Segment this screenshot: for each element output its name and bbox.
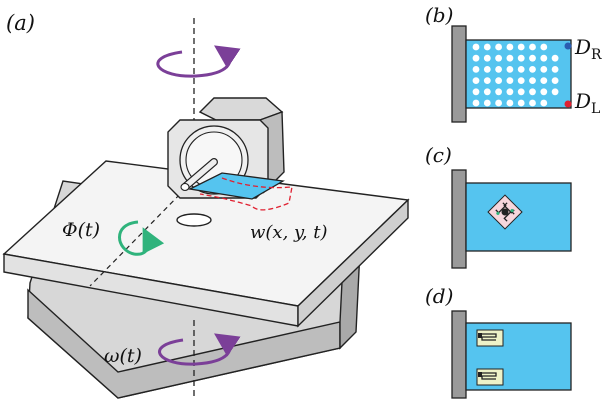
strain-rosette-icon [487, 194, 523, 230]
grid-dot [472, 43, 480, 51]
grid-dot [483, 88, 491, 96]
grid-dot [506, 77, 514, 84]
panel-b: (b) DR DL [425, 3, 602, 123]
grid-dot [506, 54, 514, 62]
grid-dot [529, 99, 536, 107]
circular-arrow-icon [118, 220, 165, 256]
grid-dot [495, 88, 502, 96]
grid-dot [517, 43, 525, 51]
center-hole [176, 213, 212, 227]
grid-dot [529, 43, 536, 51]
grid-dot [506, 66, 514, 73]
bottom-rotation-arrow [158, 333, 241, 366]
clamp-d [451, 310, 467, 399]
dot-grid [472, 43, 559, 107]
grid-dot [540, 77, 548, 84]
panel-label-d: (d) [425, 284, 453, 308]
grid-dot [529, 54, 536, 62]
panel-label-c: (c) [425, 143, 452, 167]
grid-dot [506, 88, 514, 96]
dl-label: DL [574, 89, 600, 117]
grid-dot [495, 43, 502, 51]
grid-dot [540, 54, 548, 62]
sensor-dl-dot [564, 100, 572, 108]
grid-dot [551, 88, 559, 96]
grid-dot [495, 54, 502, 62]
circular-arrow-icon [158, 333, 241, 366]
panel-label-a: (a) [6, 11, 35, 35]
main-plate [2, 160, 410, 328]
omega-label: ω(t) [104, 345, 142, 367]
grid-dot [517, 66, 525, 73]
circular-arrow-icon [156, 45, 241, 78]
grid-dot [472, 99, 480, 107]
top-rotation-arrow [156, 45, 241, 78]
grid-dot [551, 66, 559, 73]
dr-label: DR [574, 35, 602, 63]
grid-dot [506, 43, 514, 51]
strain-gauge-top-icon [476, 329, 504, 347]
grid-dot [472, 88, 480, 96]
grid-dot [495, 77, 502, 84]
panel-label-b: (b) [425, 3, 453, 27]
grid-dot [483, 54, 491, 62]
grid-dot [517, 99, 525, 107]
panel-a: (a) Φ(t) w(x, y, t) ω(t) [2, 11, 410, 400]
grid-dot [540, 66, 548, 73]
grid-dot [540, 99, 548, 107]
phi-rotation-arrow [118, 220, 165, 256]
grid-dot [517, 88, 525, 96]
grid-dot [517, 54, 525, 62]
grid-dot [506, 99, 514, 107]
grid-dot [495, 66, 502, 73]
grid-dot [472, 77, 480, 84]
grid-dot [483, 99, 491, 107]
grid-dot [495, 99, 502, 107]
clamp-b [451, 25, 467, 123]
beam [187, 172, 293, 211]
phi-label: Φ(t) [62, 219, 100, 241]
sensor-dr-dot [564, 42, 572, 50]
beam-b [465, 39, 572, 109]
panel-d: (d) [425, 284, 572, 399]
grid-dot [540, 43, 548, 51]
grid-dot [551, 54, 559, 62]
phi-axis [89, 187, 187, 287]
beam-c [465, 182, 572, 252]
grid-dot [529, 88, 536, 96]
grid-dot [517, 77, 525, 84]
grid-dot [472, 54, 480, 62]
grid-dot [540, 88, 548, 96]
grid-dot [472, 66, 480, 73]
grid-dot [483, 77, 491, 84]
strain-gauge-bottom-icon [476, 368, 504, 386]
clamp-c [451, 169, 467, 269]
grid-dot [551, 77, 559, 84]
grid-dot [483, 66, 491, 73]
grid-dot [529, 66, 536, 73]
w-label: w(x, y, t) [250, 222, 328, 243]
grid-dot [529, 77, 536, 84]
grid-dot [483, 43, 491, 51]
panel-c: (c) [425, 143, 572, 269]
